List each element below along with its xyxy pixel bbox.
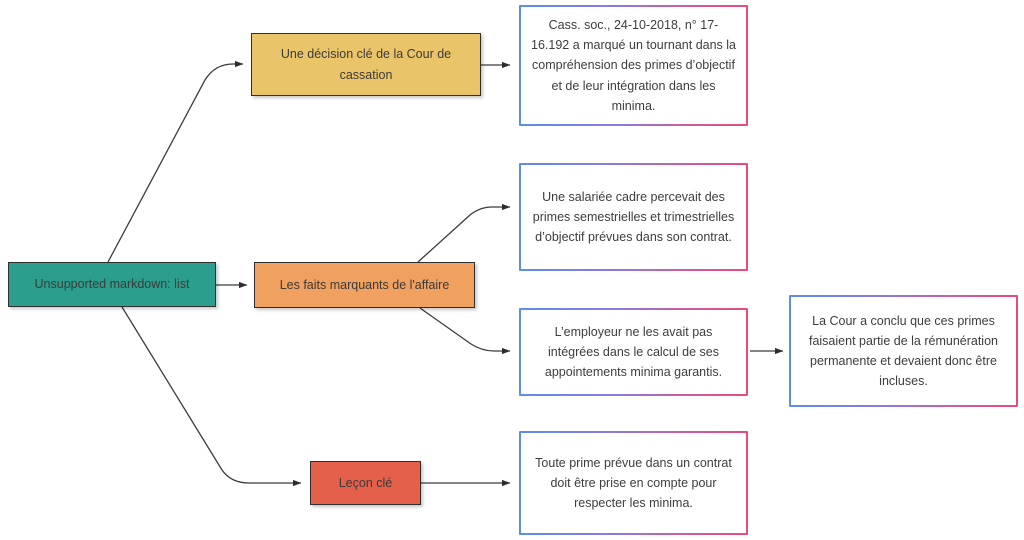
node-leaf-employeur-label: L’employeur ne les avait pas intégrées d…	[544, 324, 723, 380]
node-leaf-toute-prime[interactable]: Toute prime prévue dans un contrat doit …	[519, 431, 748, 535]
node-root[interactable]: Unsupported markdown: list	[8, 262, 216, 307]
node-branch-decision-cle-label: Une décision clé de la Cour de cassation	[280, 47, 452, 82]
edge-root-to-branch3	[121, 306, 302, 487]
edge-root-to-branch1	[107, 60, 244, 263]
node-leaf-cass-soc-label: Cass. soc., 24-10-2018, n° 17-16.192 a m…	[531, 17, 737, 113]
node-leaf-cass-soc[interactable]: Cass. soc., 24-10-2018, n° 17-16.192 a m…	[519, 5, 748, 126]
node-branch-faits-marquants[interactable]: Les faits marquants de l'affaire	[254, 262, 475, 308]
node-leaf-salariee-cadre[interactable]: Une salariée cadre percevait des primes …	[519, 163, 748, 271]
node-root-label: Unsupported markdown: list	[34, 277, 190, 292]
node-leaf-conclusion-cour[interactable]: La Cour a conclu que ces primes faisaien…	[789, 295, 1018, 407]
node-leaf-toute-prime-label: Toute prime prévue dans un contrat doit …	[535, 455, 732, 511]
node-leaf-employeur[interactable]: L’employeur ne les avait pas intégrées d…	[519, 308, 748, 396]
node-branch-lecon-cle[interactable]: Leçon clé	[310, 461, 421, 505]
node-branch-lecon-cle-label: Leçon clé	[338, 475, 393, 490]
node-leaf-salariee-cadre-label: Une salariée cadre percevait des primes …	[532, 189, 735, 245]
node-branch-decision-cle[interactable]: Une décision clé de la Cour de cassation	[251, 33, 481, 96]
node-branch-faits-marquants-label: Les faits marquants de l'affaire	[279, 277, 450, 292]
edge-branch2-to-leaf3	[419, 307, 511, 355]
edge-branch2-to-leaf2	[417, 203, 511, 263]
node-leaf-conclusion-cour-label: La Cour a conclu que ces primes faisaien…	[808, 313, 998, 389]
